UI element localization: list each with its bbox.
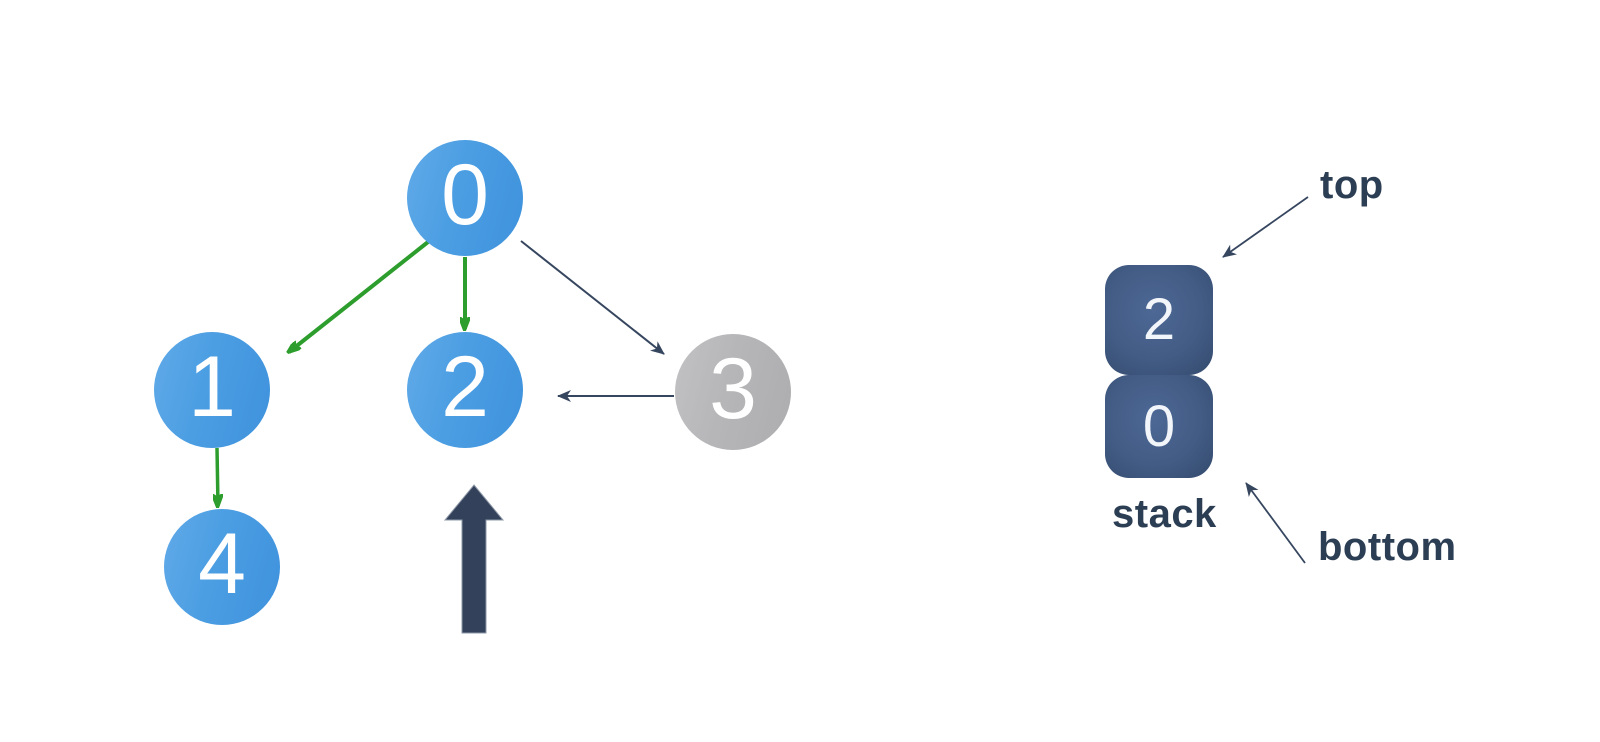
graph-node-3: 3 bbox=[675, 334, 791, 450]
stack-label: stack bbox=[1112, 492, 1217, 536]
node-4-label: 4 bbox=[198, 516, 246, 612]
graph-node-1: 1 bbox=[154, 332, 270, 448]
stack-cell-bottom: 0 bbox=[1105, 375, 1213, 478]
top-annotation-arrow bbox=[1222, 196, 1309, 258]
stack-cell-top-value: 2 bbox=[1142, 287, 1176, 352]
graph-node-4: 4 bbox=[164, 509, 280, 625]
node-2-label: 2 bbox=[441, 339, 489, 435]
graph-node-2: 2 bbox=[407, 332, 523, 448]
edge-0-to-3 bbox=[520, 240, 665, 355]
graph-node-0: 0 bbox=[407, 140, 523, 256]
edge-0-to-1 bbox=[289, 240, 430, 352]
node-1-label: 1 bbox=[188, 339, 236, 435]
top-label: top bbox=[1320, 163, 1384, 207]
edge-1-to-4 bbox=[217, 447, 218, 506]
stack-cell-bottom-value: 0 bbox=[1142, 393, 1176, 459]
bottom-annotation-arrow bbox=[1245, 482, 1306, 564]
current-node-pointer-arrow bbox=[443, 484, 505, 634]
stack-cell-top: 2 bbox=[1105, 265, 1213, 375]
node-0-label: 0 bbox=[441, 147, 489, 243]
bottom-label: bottom bbox=[1318, 525, 1457, 569]
node-3-label: 3 bbox=[709, 341, 757, 437]
